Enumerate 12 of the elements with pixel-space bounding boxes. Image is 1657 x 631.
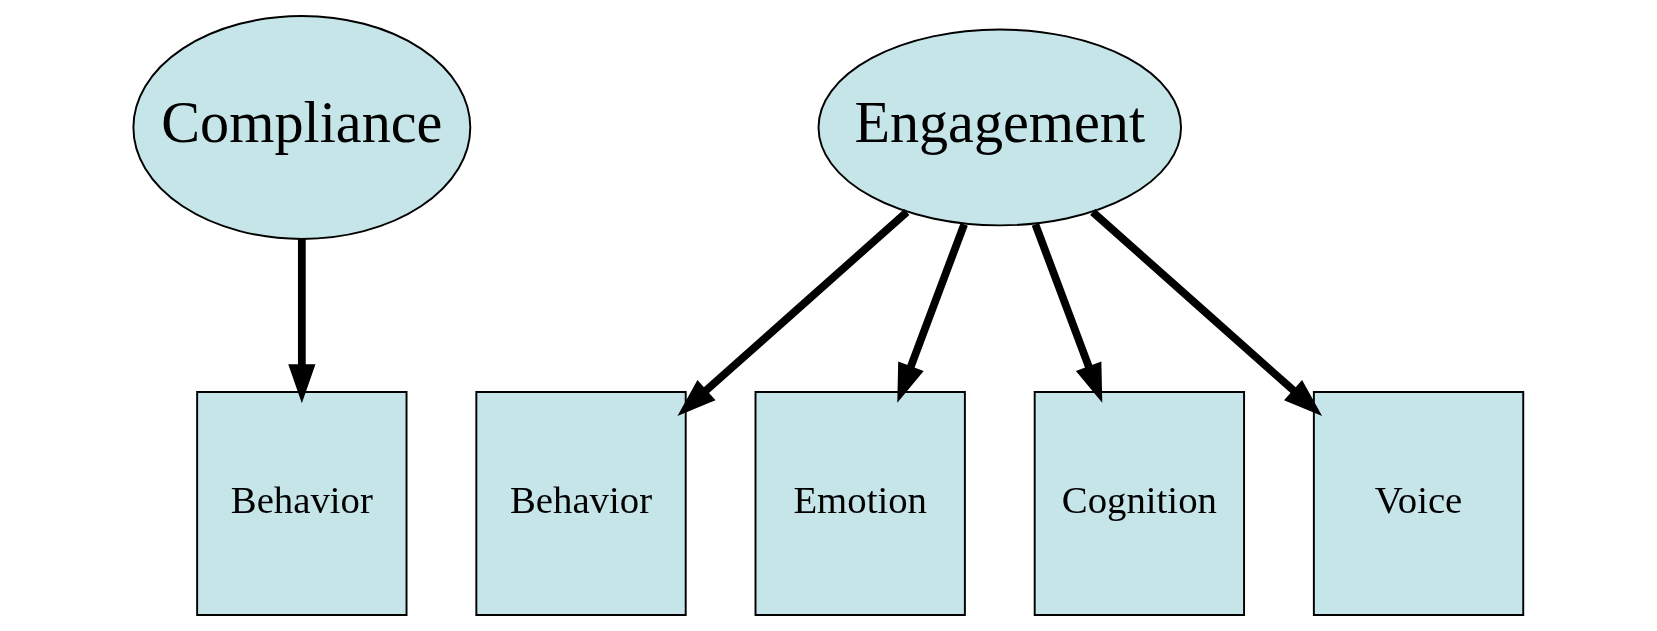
node-box: Behavior [196,391,408,616]
node-box: Emotion [754,391,966,616]
arrow [677,209,910,416]
arrow [288,239,316,404]
node-box: Voice [1312,391,1525,616]
node-ellipse: Compliance [132,15,472,240]
arrow [1090,209,1323,416]
node-ellipse: Engagement [817,28,1183,227]
arrow [897,222,968,403]
node-box: Behavior [475,391,687,616]
arrow [1031,222,1103,403]
node-box: Cognition [1033,391,1246,616]
